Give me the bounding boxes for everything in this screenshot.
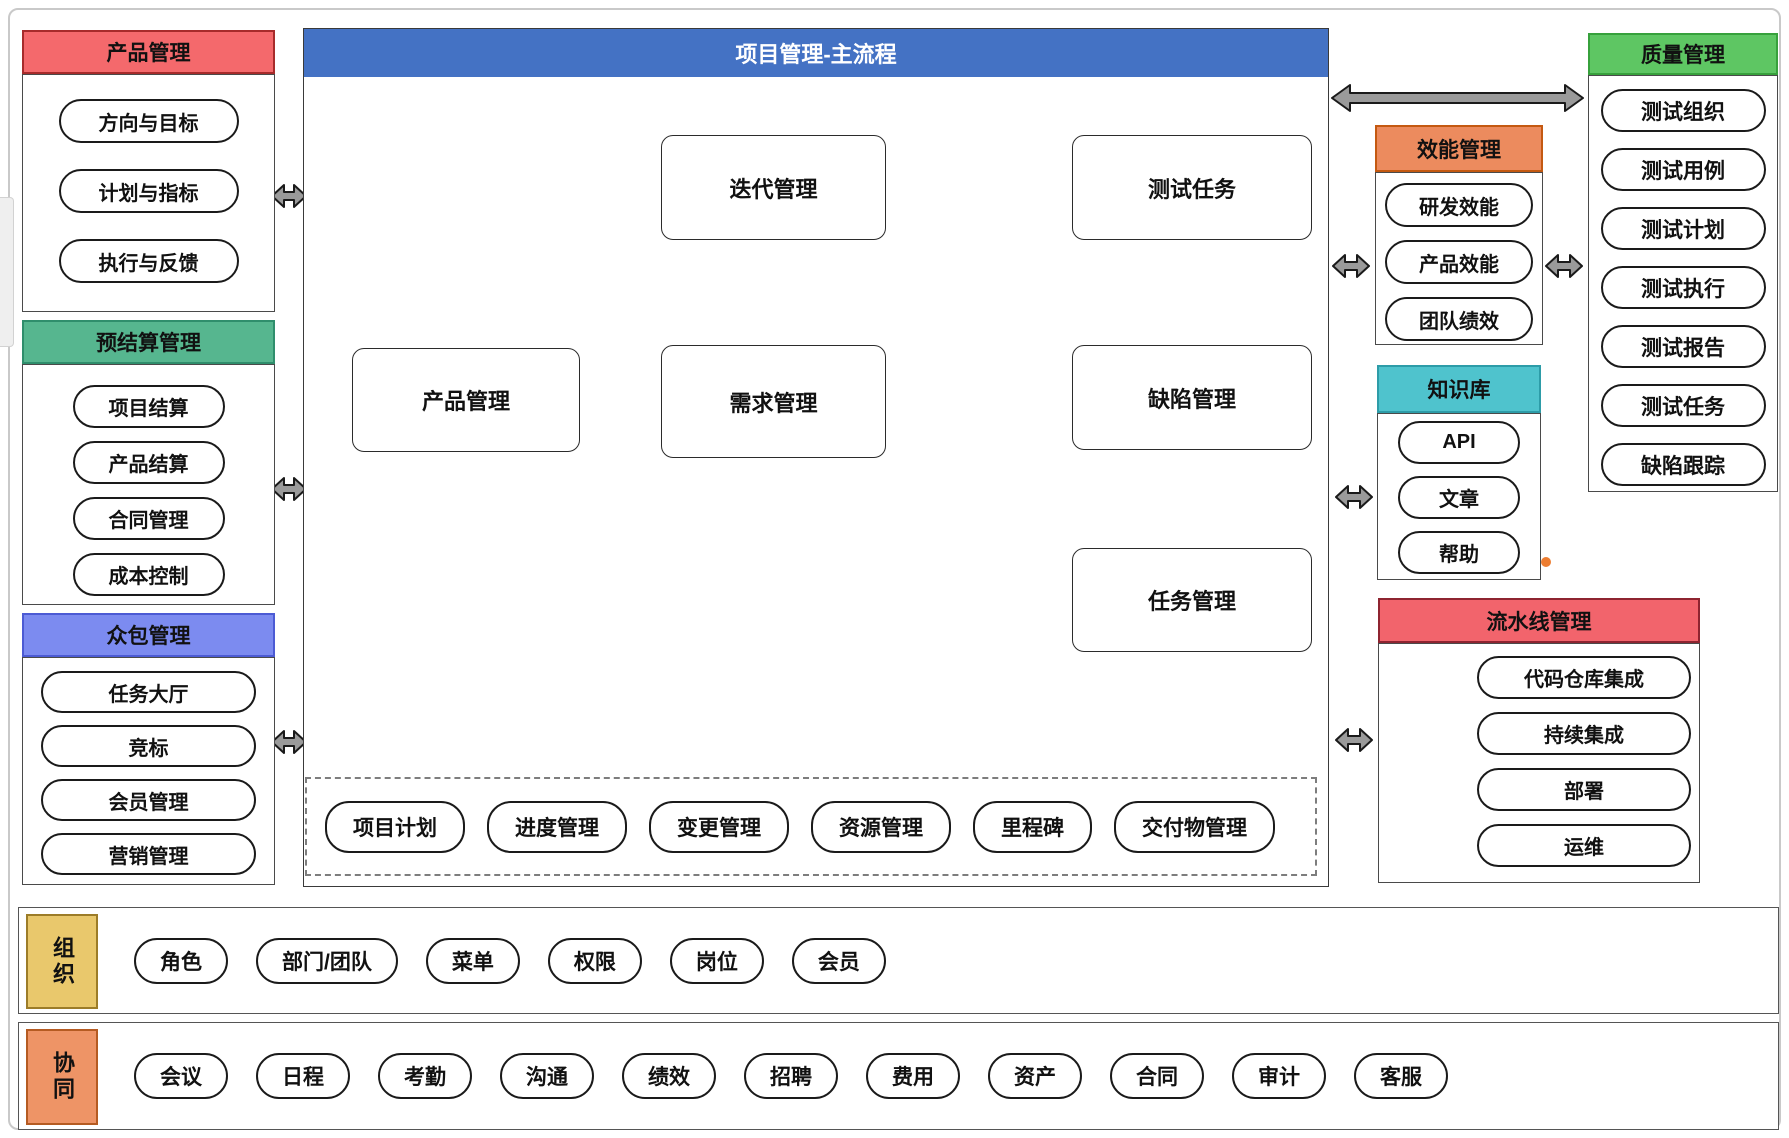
flow-node-iteration[interactable]: 迭代管理 (661, 135, 886, 240)
diagram-pill[interactable]: 里程碑 (973, 800, 1092, 853)
diagram-pill[interactable]: 合同管理 (72, 497, 225, 540)
diagram-pill[interactable]: 文章 (1398, 476, 1520, 519)
diagram-pill[interactable]: 部署 (1477, 768, 1691, 811)
diagram-pill[interactable]: 缺陷跟踪 (1600, 443, 1766, 486)
band-label: 协同 (26, 1029, 98, 1125)
double-arrow-icon (271, 730, 307, 754)
double-arrow-icon (1332, 254, 1370, 278)
diagram-pill[interactable]: 产品结算 (72, 441, 225, 484)
diagram-pill[interactable]: 运维 (1477, 824, 1691, 867)
diagram-pill[interactable]: 帮助 (1398, 531, 1520, 574)
sub-process-box: 项目计划进度管理变更管理资源管理里程碑交付物管理 (305, 777, 1317, 876)
group-header: 知识库 (1377, 365, 1541, 413)
band-items: 角色部门/团队菜单权限岗位会员 (134, 908, 886, 1013)
diagram-pill[interactable]: 会员管理 (41, 779, 256, 821)
diagram-pill[interactable]: 角色 (134, 937, 228, 984)
flow-node-test-task[interactable]: 测试任务 (1072, 135, 1312, 240)
diagram-pill[interactable]: 项目结算 (72, 385, 225, 428)
main-flow-title: 项目管理-主流程 (304, 29, 1328, 77)
band-organization: 组织 角色部门/团队菜单权限岗位会员 (18, 907, 1779, 1014)
group-header: 流水线管理 (1378, 598, 1700, 643)
diagram-pill[interactable]: 营销管理 (41, 833, 256, 875)
diagram-pill[interactable]: 菜单 (425, 937, 520, 984)
diagram-pill[interactable]: 成本控制 (72, 553, 225, 596)
group-crowdsourcing-mgmt: 众包管理 任务大厅竞标会员管理营销管理 (22, 613, 275, 885)
diagram-pill[interactable]: 计划与指标 (58, 169, 239, 213)
diagram-pill[interactable]: 招聘 (744, 1053, 838, 1099)
group-header: 众包管理 (22, 613, 275, 657)
band-collaboration: 协同 会议日程考勤沟通绩效招聘费用资产合同审计客服 (18, 1022, 1779, 1130)
group-header: 质量管理 (1588, 33, 1778, 75)
diagram-pill[interactable]: 团队绩效 (1385, 297, 1533, 341)
group-body: 项目结算产品结算合同管理成本控制 (22, 364, 275, 605)
diagram-pill[interactable]: 交付物管理 (1114, 800, 1275, 853)
flow-node-requirement[interactable]: 需求管理 (661, 345, 886, 458)
diagram-pill[interactable]: 部门/团队 (256, 937, 398, 984)
diagram-pill[interactable]: 测试用例 (1600, 148, 1766, 191)
diagram-pill[interactable]: 方向与目标 (58, 99, 239, 143)
diagram-pill[interactable]: 费用 (866, 1053, 960, 1099)
group-budget-mgmt: 预结算管理 项目结算产品结算合同管理成本控制 (22, 320, 275, 605)
diagram-pill[interactable]: 项目计划 (325, 800, 465, 853)
diagram-pill[interactable]: 进度管理 (487, 800, 627, 853)
diagram-pill[interactable]: 资产 (988, 1053, 1082, 1099)
group-header: 产品管理 (22, 30, 275, 74)
diagram-pill[interactable]: 资源管理 (811, 800, 951, 853)
diagram-pill[interactable]: 测试组织 (1600, 89, 1766, 132)
diagram-pill[interactable]: API (1398, 421, 1520, 464)
double-arrow-icon (271, 184, 307, 208)
group-quality-mgmt: 质量管理 测试组织测试用例测试计划测试执行测试报告测试任务缺陷跟踪 (1588, 33, 1778, 492)
double-arrow-icon (271, 477, 307, 501)
group-header: 预结算管理 (22, 320, 275, 364)
diagram-pill[interactable]: 审计 (1232, 1053, 1326, 1099)
diagram-pill[interactable]: 测试执行 (1600, 266, 1766, 309)
group-pipeline-mgmt: 流水线管理 代码仓库集成持续集成部署运维 (1378, 598, 1700, 883)
group-body: 研发效能产品效能团队绩效 (1375, 172, 1543, 345)
group-body: API 文章帮助 (1377, 413, 1541, 580)
group-body: 任务大厅竞标会员管理营销管理 (22, 657, 275, 885)
group-body: 代码仓库集成持续集成部署运维 (1378, 643, 1700, 883)
group-efficiency-mgmt: 效能管理 研发效能产品效能团队绩效 (1375, 125, 1543, 345)
diagram-pill[interactable]: 竞标 (41, 725, 256, 767)
double-arrow-icon (1335, 485, 1373, 509)
diagram-pill[interactable]: 会议 (134, 1053, 228, 1099)
diagram-pill[interactable]: 客服 (1354, 1053, 1448, 1099)
flow-node-task[interactable]: 任务管理 (1072, 548, 1312, 652)
diagram-pill[interactable]: 合同 (1110, 1053, 1204, 1099)
double-arrow-icon-long (1331, 84, 1584, 112)
group-body: 方向与目标计划与指标执行与反馈 (22, 74, 275, 312)
band-items: 会议日程考勤沟通绩效招聘费用资产合同审计客服 (134, 1023, 1448, 1129)
diagram-pill[interactable]: 测试任务 (1600, 384, 1766, 427)
group-knowledge-base: 知识库 API 文章帮助 (1377, 365, 1541, 580)
diagram-pill[interactable]: 产品效能 (1385, 240, 1533, 284)
diagram-pill[interactable]: 考勤 (378, 1053, 472, 1099)
diagram-pill[interactable]: 变更管理 (649, 800, 789, 853)
group-body: 测试组织测试用例测试计划测试执行测试报告测试任务缺陷跟踪 (1588, 75, 1778, 492)
diagram-pill[interactable]: 研发效能 (1385, 183, 1533, 227)
flow-node-product[interactable]: 产品管理 (352, 348, 580, 452)
double-arrow-icon (1545, 254, 1583, 278)
diagram-pill[interactable]: 持续集成 (1477, 712, 1691, 755)
diagram-pill[interactable]: 执行与反馈 (58, 239, 239, 283)
diagram-pill[interactable]: 任务大厅 (41, 671, 256, 713)
diagram-pill[interactable]: 代码仓库集成 (1477, 656, 1691, 699)
diagram-pill[interactable]: 绩效 (622, 1053, 716, 1099)
group-product-mgmt: 产品管理 方向与目标计划与指标执行与反馈 (22, 30, 275, 312)
diagram-pill[interactable]: 岗位 (669, 937, 764, 984)
diagram-pill[interactable]: 会员 (791, 937, 886, 984)
diagram-pill[interactable]: 沟通 (500, 1053, 594, 1099)
group-header: 效能管理 (1375, 125, 1543, 172)
connection-point-dot[interactable] (1541, 557, 1551, 567)
flow-node-defect[interactable]: 缺陷管理 (1072, 345, 1312, 450)
band-label: 组织 (26, 914, 98, 1009)
diagram-pill[interactable]: 权限 (547, 937, 642, 984)
left-edge-artifact (0, 197, 14, 347)
diagram-pill[interactable]: 日程 (256, 1053, 350, 1099)
diagram-pill[interactable]: 测试计划 (1600, 207, 1766, 250)
double-arrow-icon (1335, 728, 1373, 752)
diagram-pill[interactable]: 测试报告 (1600, 325, 1766, 368)
